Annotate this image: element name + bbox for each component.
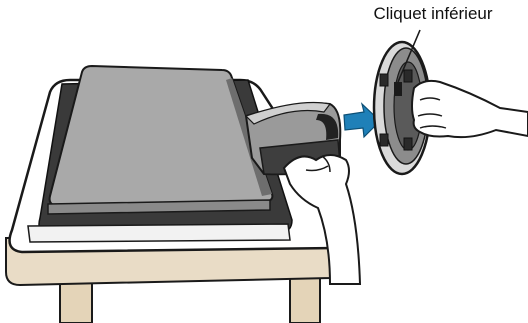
- base-hook-top-right: [404, 70, 412, 82]
- right-hand: [412, 81, 528, 137]
- base-hook-bottom-right: [404, 138, 412, 150]
- hand-icon: [412, 81, 528, 137]
- base-hook-bottom-left: [380, 134, 388, 146]
- lower-latch: [394, 82, 402, 96]
- base-hook-top-left: [380, 74, 388, 86]
- callout-label: Cliquet inférieur: [340, 4, 526, 24]
- monitor-bezel: [28, 224, 290, 242]
